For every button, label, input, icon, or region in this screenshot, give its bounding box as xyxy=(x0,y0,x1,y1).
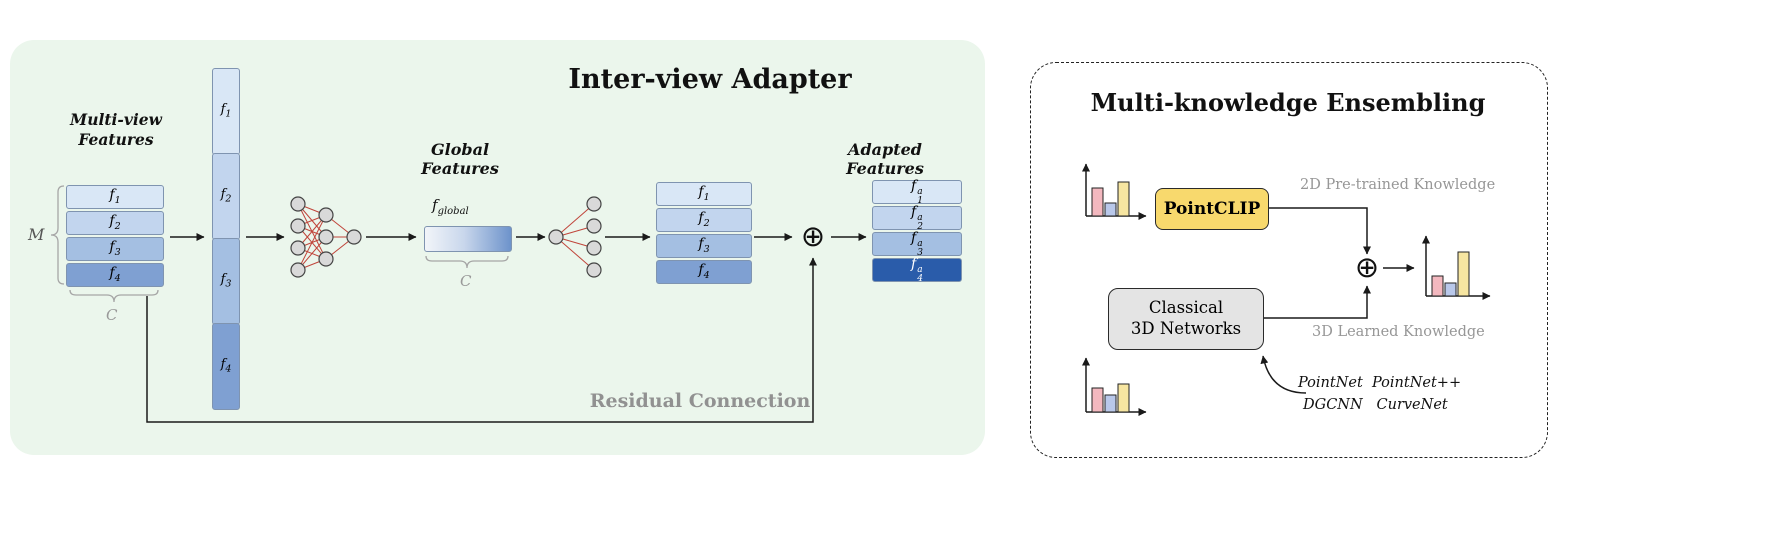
concat-feature-seg-2: f2 xyxy=(212,153,240,240)
c-dimension-label-global: C xyxy=(460,272,472,290)
adapted-features-label: Adapted Features xyxy=(846,140,924,178)
multiview-feature-bar-3: f3 xyxy=(66,237,164,261)
concat-feature-seg-3: f3 xyxy=(212,238,240,325)
networks-list-line1: PointNet PointNet++ xyxy=(1298,375,1462,391)
post-feature-bar-1: f1 xyxy=(656,182,752,206)
histogram-icon-ensembled-output xyxy=(1422,235,1491,300)
post-feature-bar-4: f4 xyxy=(656,260,752,284)
multiview-feature-bar-4: f4 xyxy=(66,263,164,287)
histogram-icon-2d-input xyxy=(1082,163,1147,220)
multiview-feature-bar-1: f1 xyxy=(66,185,164,209)
concat-feature-seg-4: f4 xyxy=(212,323,240,410)
residual-connection-line xyxy=(146,257,817,423)
classical-label-line1: Classical xyxy=(1148,298,1224,318)
global-features-label: Global Features xyxy=(421,140,499,178)
right-panel-title: Multi-knowledge Ensembling xyxy=(1090,88,1486,117)
post-feature-bar-3: f3 xyxy=(656,234,752,258)
left-panel-title: Inter-view Adapter xyxy=(568,64,852,95)
m-dimension-label: M xyxy=(28,225,45,244)
global-feature-bar xyxy=(424,226,512,252)
multiview-label-line1: Multi-view xyxy=(70,110,162,129)
mlp-decoder-icon xyxy=(548,196,602,278)
concat-feature-seg-1: f1 xyxy=(212,68,240,155)
line-pointclip-to-plus xyxy=(1269,207,1371,255)
multiview-label-line2: Features xyxy=(78,130,154,150)
post-feature-bar-2: f2 xyxy=(656,208,752,232)
residual-connection-label: Residual Connection xyxy=(589,390,811,412)
knowledge-3d-label: 3D Learned Knowledge xyxy=(1312,324,1485,340)
knowledge-2d-label: 2D Pre-trained Knowledge xyxy=(1300,177,1496,193)
c-dimension-label-stack: C xyxy=(106,306,118,324)
networks-pointer-arrow xyxy=(1260,355,1307,394)
plus-circle-icon-ensemble: ⊕ xyxy=(1354,250,1380,284)
multiview-features-label: Multi-view Features xyxy=(56,110,176,150)
pointclip-box: PointCLIP xyxy=(1155,188,1269,230)
c-brace-global xyxy=(425,255,509,269)
classical-3d-networks-box: Classical 3D Networks xyxy=(1108,288,1264,350)
fglobal-label: fglobal xyxy=(432,196,469,217)
pointclip-label: PointCLIP xyxy=(1163,199,1261,219)
multiview-feature-bar-2: f2 xyxy=(66,211,164,235)
m-brace xyxy=(50,185,65,285)
c-brace-stack xyxy=(69,289,159,303)
plus-circle-icon: ⊕ xyxy=(800,219,826,253)
mlp-encoder-icon xyxy=(290,196,362,278)
line-classical-to-plus xyxy=(1264,285,1371,319)
histogram-icon-3d-input xyxy=(1082,357,1147,416)
networks-list-line2: DGCNN CurveNet xyxy=(1303,397,1448,413)
classical-label-line2: 3D Networks xyxy=(1130,319,1242,338)
